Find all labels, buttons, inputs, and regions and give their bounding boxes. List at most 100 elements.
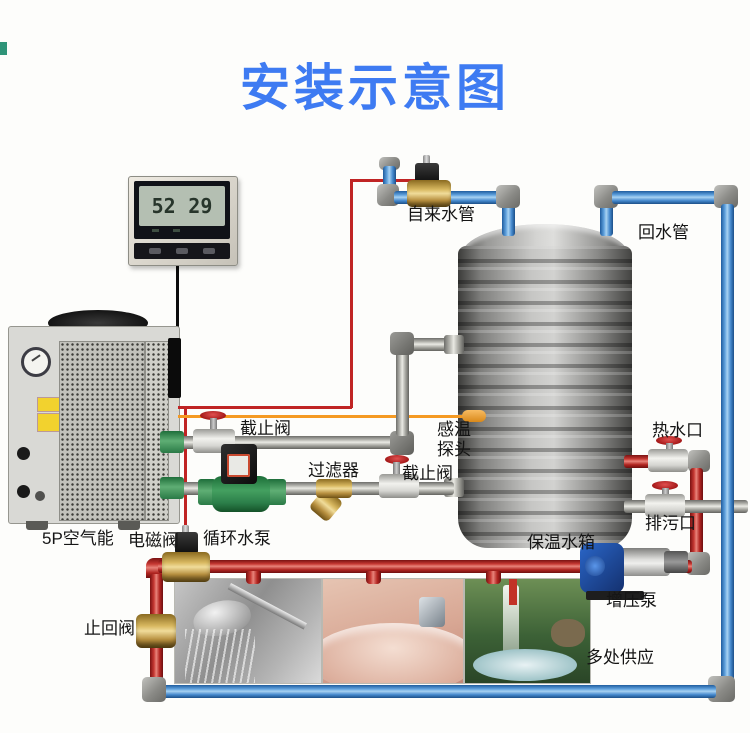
check-valve (136, 614, 176, 648)
branch-drop (246, 571, 261, 584)
lcd-indicator (173, 229, 180, 232)
photo-bathtub (322, 578, 464, 684)
label-temp-probe: 感温 探头 (437, 420, 471, 461)
knob (17, 447, 30, 460)
label-drain-outlet: 排污口 (645, 514, 696, 533)
label-temp-probe-line1: 感温 (437, 420, 471, 439)
solenoid-pin (182, 525, 189, 534)
label-check-valve: 止回阀 (84, 619, 135, 638)
hot-water-outlet-pipe (624, 455, 654, 468)
lcd-indicator (152, 229, 159, 232)
pipe-elbow (688, 450, 710, 472)
water-spray (185, 629, 255, 683)
label-return-water-pipe: 回水管 (638, 223, 689, 242)
panel-button (149, 248, 161, 254)
label-temp-probe-line2: 探头 (437, 440, 471, 460)
spring-pool (473, 649, 577, 681)
rock (551, 619, 585, 647)
photo-shower (174, 578, 322, 684)
pipe-elbow (686, 552, 710, 575)
mesh-grille (59, 341, 145, 521)
panel-button (176, 248, 188, 254)
valve-handwheel (656, 436, 682, 445)
hot-water-valve (648, 449, 688, 472)
signal-wire-red (350, 179, 353, 408)
hot-water-riser (690, 468, 703, 562)
temp-display-right: 29 (188, 194, 213, 218)
unit-foot (26, 521, 48, 530)
signal-wire-red (178, 406, 352, 409)
pipe-elbow (496, 185, 520, 208)
terminal-box (168, 338, 181, 398)
signal-wire-red (184, 408, 187, 554)
bathtub-rim (323, 623, 463, 683)
valve-stem (210, 418, 217, 432)
sensor-wire-orange (178, 415, 470, 418)
red-post (509, 579, 517, 605)
lcd-readout: 52 29 (139, 186, 225, 226)
return-pipe-tank-entry (600, 204, 613, 236)
page-title: 安装示意图 (240, 60, 510, 116)
label-insulated-tank: 保温水箱 (527, 533, 595, 552)
branch-drop (486, 571, 501, 584)
label-circulation-pump: 循环水泵 (203, 529, 271, 548)
hot-water-main-pipe (158, 560, 692, 573)
drain-valve (645, 494, 685, 517)
label-stop-valve-1: 截止阀 (240, 419, 291, 438)
booster-pump-face (585, 556, 605, 576)
pressure-gauge-icon (21, 347, 51, 377)
button-panel (134, 243, 230, 259)
panel-button (203, 248, 215, 254)
pump-base (586, 591, 644, 600)
valve-handwheel (385, 455, 409, 464)
tank-inlet-riser (396, 344, 409, 436)
pipe-elbow (142, 677, 166, 702)
pump-flange (266, 479, 286, 505)
label-heat-pump-model: 5P空气能 (42, 529, 114, 548)
solenoid-valve-top (407, 180, 451, 207)
photo-hot-spring (464, 578, 591, 684)
pump-fitting (664, 551, 688, 573)
label-tap-water-pipe: 自来水管 (407, 205, 475, 224)
booster-pump-body (616, 548, 670, 576)
pipe-union-green (160, 477, 184, 499)
thermostat-panel: 52 29 (128, 176, 238, 266)
valve-stem (393, 462, 400, 476)
pipe-elbow (390, 332, 414, 355)
solenoid-coil (415, 163, 439, 183)
label-booster-pump: 增压泵 (606, 591, 657, 610)
pump-flange (198, 479, 216, 505)
unit-foot (118, 521, 140, 530)
label-stop-valve-2: 截止阀 (402, 464, 453, 483)
valve-handwheel (200, 411, 226, 420)
solenoid-valve-bottom (162, 552, 210, 582)
label-solenoid-valve: 电磁阀 (128, 531, 179, 550)
stop-valve-2 (379, 474, 419, 498)
knob (17, 485, 30, 498)
filter-strainer (316, 479, 352, 498)
label-hot-water-outlet: 热水口 (652, 421, 703, 440)
branch-drop (366, 571, 381, 584)
pipe-union-green (160, 431, 184, 453)
knob (35, 491, 45, 501)
label-filter: 过滤器 (308, 461, 359, 480)
lcd-display: 52 29 (134, 181, 230, 239)
bath-faucet (419, 597, 445, 627)
tank-upper-inlet-pipe (404, 338, 456, 351)
temp-display-left: 52 (151, 194, 176, 218)
solenoid-pin (423, 155, 430, 165)
solenoid-coil (175, 532, 198, 554)
water-tank (458, 246, 632, 548)
tap-water-down-pipe (502, 204, 515, 236)
temp-probe (462, 410, 486, 422)
pipe-elbow (714, 185, 738, 208)
valve-handwheel (652, 481, 678, 490)
return-riser-pipe (721, 204, 734, 688)
edge-artifact (0, 42, 7, 55)
pipe-elbow (377, 184, 399, 206)
tank-fitting (444, 335, 464, 354)
pump-nameplate (227, 454, 250, 477)
return-water-pipe (612, 191, 724, 204)
label-multi-point-supply: 多处供应 (586, 648, 654, 667)
